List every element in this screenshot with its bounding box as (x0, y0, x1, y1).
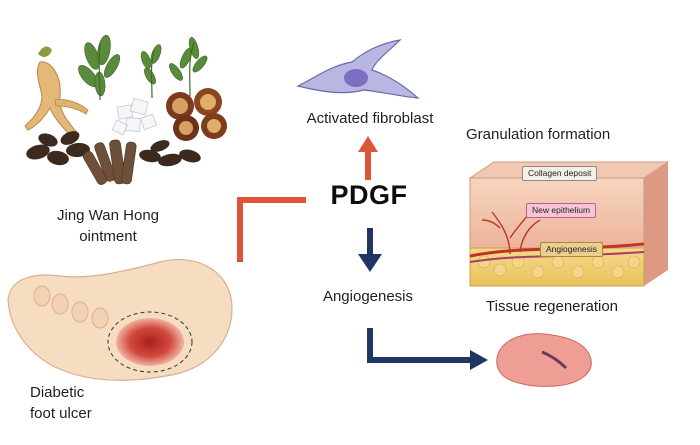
fibroblast-cell (296, 39, 420, 99)
ulcer-label-line2: foot ulcer (30, 405, 92, 422)
white-crystals (111, 97, 158, 136)
pdgf-node: PDGF (330, 180, 408, 210)
granulation-label: Granulation formation (466, 126, 611, 143)
collagen-tag: Collagen deposit (522, 166, 598, 181)
tissue-label: Tissue regeneration (486, 298, 619, 315)
ulcer-wound (116, 318, 184, 366)
skin-angiogenesis-tag: Angiogenesis (540, 242, 604, 257)
herbs-label: Jing Wan Hong ointment (28, 205, 188, 247)
ulcer-label: Diabetic foot ulcer (30, 382, 170, 424)
bracket-connector (237, 197, 306, 262)
ginseng-root (24, 46, 89, 139)
herbs-label-line2: ointment (79, 228, 137, 245)
foot-illustration (7, 258, 233, 381)
root-bundle (82, 139, 137, 185)
down-arrow (358, 228, 382, 272)
fibroblast-label: Activated fibroblast (306, 110, 434, 127)
herb-leaves (78, 34, 208, 97)
up-arrow (358, 136, 378, 180)
tissue-arrow (367, 328, 488, 370)
herbs-illustration (24, 34, 227, 185)
herb-slices (166, 88, 227, 141)
herbs-label-line1: Jing Wan Hong (57, 207, 159, 224)
ulcer-label-line1: Diabetic (30, 384, 85, 401)
epithelium-tag: New epithelium (526, 203, 597, 218)
angiogenesis-label: Angiogenesis (322, 288, 414, 305)
regenerated-tissue (496, 333, 592, 387)
